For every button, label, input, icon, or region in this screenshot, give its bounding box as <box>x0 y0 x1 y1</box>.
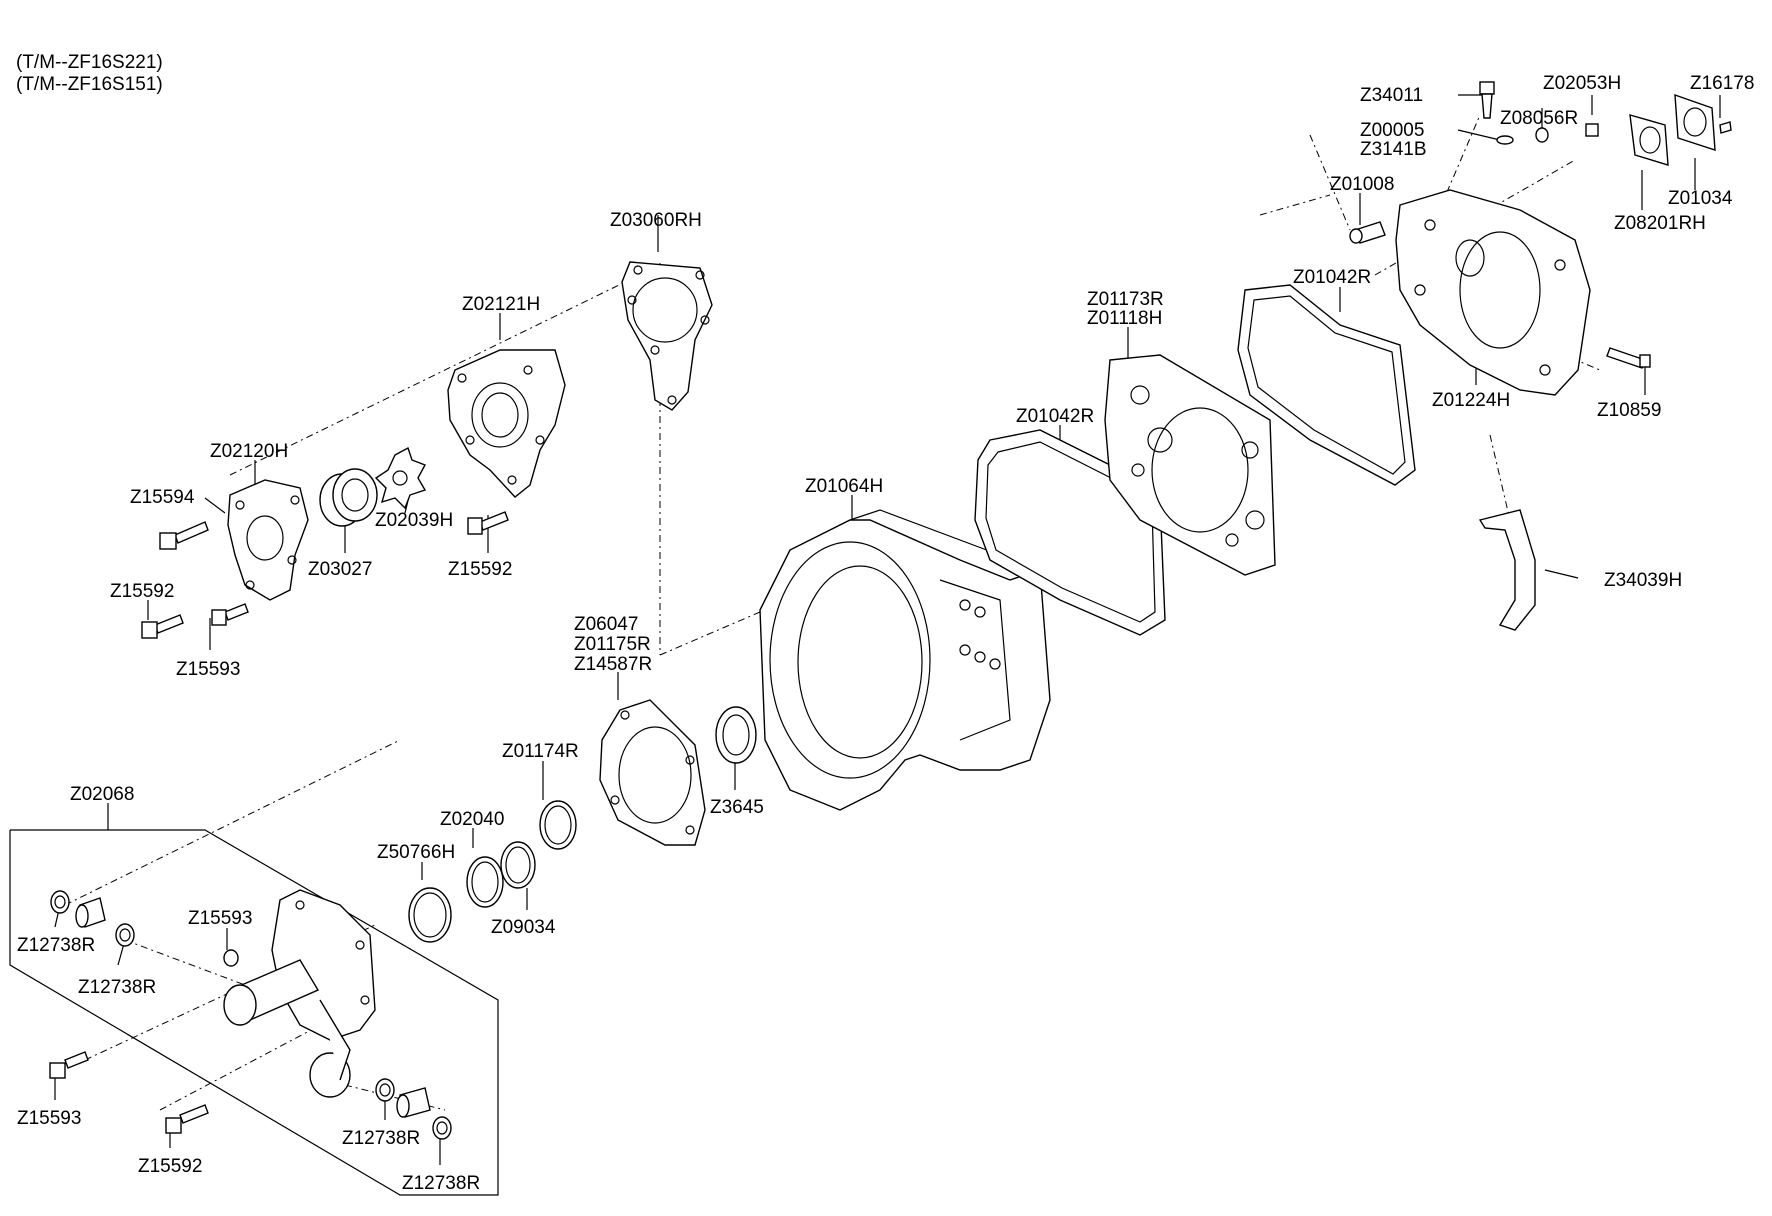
label-z00005: Z00005 <box>1360 120 1424 141</box>
part-z34039h-shift-fork <box>1478 509 1536 631</box>
label-z3645: Z3645 <box>710 797 764 818</box>
label-z50766h: Z50766H <box>377 842 455 863</box>
label-z01224h: Z01224H <box>1432 390 1510 411</box>
part-z15592-bolt-lower <box>165 1104 209 1134</box>
part-z08056r-washer <box>1535 127 1549 143</box>
part-z16178-bolt <box>1719 121 1732 134</box>
label-z08201rh: Z08201RH <box>1614 213 1706 234</box>
part-z01008-fitting <box>1349 221 1386 244</box>
part-z12738r-bushing-c <box>375 1078 395 1102</box>
label-z01034: Z01034 <box>1668 188 1733 209</box>
label-z01173r: Z01173R <box>1087 289 1164 310</box>
label-z09034: Z09034 <box>491 917 556 938</box>
model-label-zf16s221: (T/M--ZF16S221) <box>16 52 163 73</box>
part-z12738r-bushing-b <box>115 923 135 947</box>
part-z03027-outer-rotor <box>319 468 378 527</box>
part-z15593-bolt-left <box>211 603 249 626</box>
part-z12738r-sleeve-b <box>396 1087 431 1118</box>
part-z02053h-nut <box>1585 123 1599 137</box>
part-z10859-sensor <box>1606 347 1651 369</box>
label-z01042r-mid: Z01042R <box>1016 406 1094 427</box>
label-z15593-bottom: Z15593 <box>17 1108 81 1129</box>
label-z12738r-b: Z12738R <box>78 977 156 998</box>
part-z09034-ring <box>500 841 536 889</box>
part-z06047-bearing-cover <box>599 699 706 846</box>
label-z02120h: Z02120H <box>210 441 288 462</box>
leader-lines <box>54 94 1721 1165</box>
label-z12738r-a: Z12738R <box>17 935 95 956</box>
part-z03060rh-gasket <box>621 261 713 411</box>
label-z01118h: Z01118H <box>1087 308 1162 329</box>
label-z34039h: Z34039H <box>1604 570 1682 591</box>
z02068-assembly-bracket <box>9 829 499 1196</box>
part-z15592-bolt-upper <box>467 511 509 535</box>
label-z15592-top: Z15592 <box>448 559 512 580</box>
label-z3141b: Z3141B <box>1360 139 1427 160</box>
part-z02039h-inner-rotor <box>374 446 427 510</box>
label-z02053h: Z02053H <box>1543 73 1621 94</box>
part-z15592-bolt-left <box>141 614 184 639</box>
label-z01174r: Z01174R <box>502 741 579 762</box>
label-z15592-bottom: Z15592 <box>138 1156 202 1177</box>
part-z01174r-snap-ring <box>539 800 577 850</box>
label-z02039h: Z02039H <box>375 510 453 531</box>
part-z01064h-clutch-housing <box>759 509 1051 811</box>
part-z3645-oil-seal <box>715 706 757 764</box>
label-z03027: Z03027 <box>308 559 372 580</box>
label-z08056r: Z08056R <box>1500 108 1578 129</box>
part-z12738r-sleeve-a <box>75 897 106 928</box>
label-z16178: Z16178 <box>1690 73 1754 94</box>
part-z02040-ring <box>466 856 504 908</box>
part-z08201rh-gasket <box>1629 114 1669 166</box>
part-z01173r-intermediate-plate <box>1104 354 1276 576</box>
label-z34011: Z34011 <box>1360 85 1423 106</box>
label-z03060rh: Z03060RH <box>610 210 702 231</box>
label-z12738r-c: Z12738R <box>342 1128 420 1149</box>
part-z01034-cover <box>1674 93 1716 151</box>
part-z12738r-bushing-d <box>432 1116 452 1140</box>
model-label-zf16s151: (T/M--ZF16S151) <box>16 74 163 95</box>
part-z50766h-o-ring <box>408 887 452 943</box>
part-z02120h-cover <box>227 479 309 601</box>
part-z15593-bolt-lower <box>49 1051 89 1079</box>
part-z01224h-rear-housing <box>1395 189 1591 396</box>
label-z15593-mid: Z15593 <box>188 908 252 929</box>
part-z34011-breather <box>1479 81 1495 119</box>
label-z12738r-d: Z12738R <box>402 1173 480 1194</box>
label-z01042r-top: Z01042R <box>1293 267 1371 288</box>
label-z01008: Z01008 <box>1330 174 1394 195</box>
label-z06047: Z06047 <box>574 614 638 635</box>
callout-labels: Z34011 Z02053H Z16178 Z00005 Z3141B Z080… <box>17 73 1754 1194</box>
part-z00005-plug <box>1496 135 1514 145</box>
label-z01064h: Z01064H <box>805 476 883 497</box>
part-z15594-bolt <box>159 521 209 550</box>
label-z14587r: Z14587R <box>574 654 652 675</box>
label-z10859: Z10859 <box>1597 400 1661 421</box>
part-z15593-nut-mid <box>223 949 239 967</box>
label-z02068: Z02068 <box>70 784 134 805</box>
part-z02068-release-assembly <box>223 889 376 1098</box>
label-z02121h: Z02121H <box>462 294 540 315</box>
label-z02040: Z02040 <box>440 809 504 830</box>
label-z15594: Z15594 <box>130 487 195 508</box>
label-z15592-left: Z15592 <box>110 581 174 602</box>
part-z01042r-gasket-top <box>1237 284 1416 486</box>
part-z02121h-housing <box>447 349 566 498</box>
label-z15593-left: Z15593 <box>176 659 240 680</box>
part-z12738r-bushing-a <box>50 890 70 914</box>
label-z01175r: Z01175R <box>574 634 651 655</box>
